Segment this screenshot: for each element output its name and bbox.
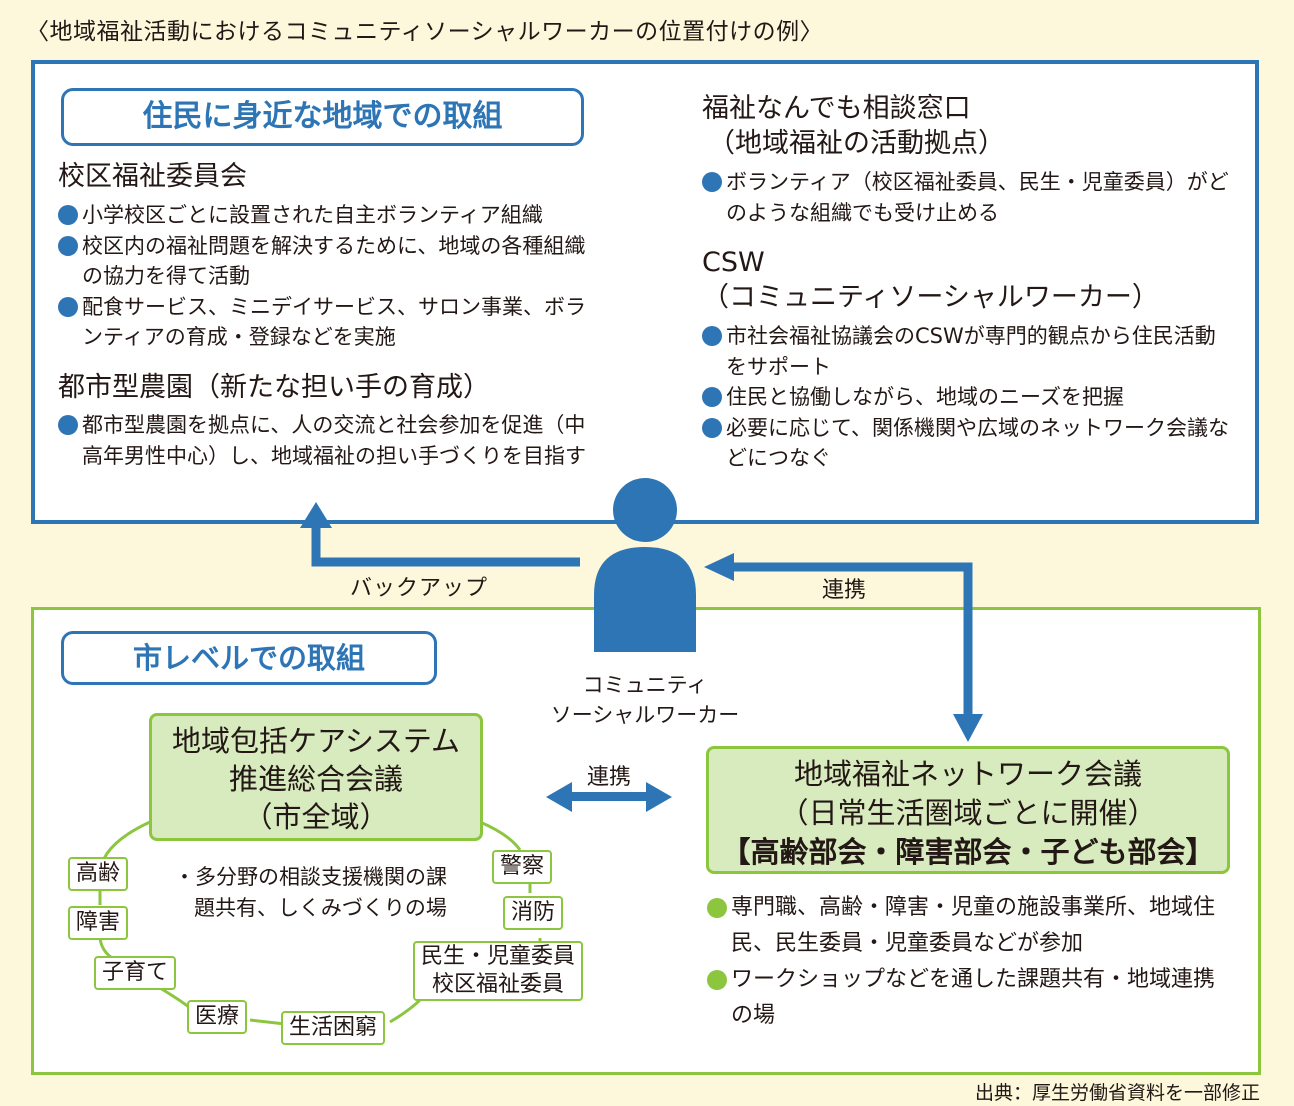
care-note: ・多分野の相談支援機関の課題共有、しくみづくりの場 (174, 865, 447, 920)
renkei-label: 連携 (822, 578, 867, 603)
backup-label: バックアップ (350, 576, 489, 601)
csw-caption-line1: コミュニティ (582, 673, 708, 697)
tag-kosodate: 子育て (94, 956, 177, 990)
source-credit: 出典：厚生労働省資料を一部修正 (974, 1082, 1260, 1104)
csw-caption-line2: ソーシャルワーカー (550, 703, 740, 727)
network-list: 専門職、高齢・障害・児童の施設事業所、地域住民、民生委員・児童委員などが参加 ワ… (707, 890, 1232, 1034)
csw-item-2: 住民と協働しながら、地域のニーズを把握 (702, 382, 1232, 413)
person-icon (594, 478, 696, 652)
backup-arrow (311, 523, 580, 567)
care-system-line3: （市全域） (243, 800, 389, 834)
renkei-arrowhead-down (953, 714, 983, 742)
network-line2: （日常生活圏域ごとに開催） (779, 796, 1157, 830)
renkei-mid-label: 連携 (587, 765, 632, 790)
kouku-committee-list: 小学校区ごとに設置された自主ボランティア組織 校区内の福祉問題を解決するために、… (58, 200, 586, 353)
care-system-box: 地域包括ケアシステム 推進総合会議 （市全域） (149, 713, 483, 841)
care-system-line1: 地域包括ケアシステム (172, 724, 460, 758)
csw-subtitle: （コミュニティソーシャルワーカー） (702, 282, 1159, 313)
renkei-double-arrow (546, 782, 672, 812)
tag-koureishi: 高齢 (68, 857, 129, 891)
page-title: 〈地域福祉活動におけるコミュニティソーシャルワーカーの位置付けの例〉 (26, 19, 824, 45)
urban-farm-title: 都市型農園（新たな担い手の育成） (58, 372, 490, 403)
care-system-line2: 推進総合会議 (228, 762, 403, 796)
ring-arc-9 (479, 820, 522, 851)
csw-item-1: 市社会福祉協議会のCSWが専門的観点から住民活動をサポート (702, 321, 1232, 382)
tag-shougai: 障害 (68, 906, 129, 940)
ring-arc-5 (249, 1018, 286, 1026)
csw-list: 市社会福祉協議会のCSWが専門的観点から住民活動をサポート 住民と協働しながら、… (702, 321, 1232, 474)
person-body (594, 547, 696, 652)
tag-minsei-line1: 民生・児童委員 (421, 944, 576, 969)
renkei-arrow (730, 562, 973, 718)
backup-arrow-line (311, 523, 580, 567)
network-meeting-box: 地域福祉ネットワーク会議 （日常生活圏域ごとに開催） 【高齢部会・障害部会・子ど… (706, 746, 1230, 874)
backup-arrowhead (300, 502, 332, 528)
local-activities-heading: 住民に身近な地域での取組 (61, 88, 584, 146)
csw-title: CSW (702, 247, 765, 278)
renkei-arrow-line (730, 562, 973, 718)
tag-shoubou: 消防 (503, 896, 564, 930)
city-level-heading: 市レベルでの取組 (61, 631, 437, 685)
consult-window-subtitle: （地域福祉の活動拠点） (708, 128, 1005, 159)
csw-item-3: 必要に応じて、関係機関や広域のネットワーク会議などにつなぐ (702, 413, 1232, 474)
network-line3: 【高齢部会・障害部会・子ども部会】 (721, 835, 1215, 869)
tag-iryou: 医療 (187, 1000, 248, 1034)
kouku-item-3: 配食サービス、ミニデイサービス、サロン事業、ボランティアの育成・登録などを実施 (58, 292, 586, 353)
kouku-committee-title: 校区福祉委員会 (58, 161, 247, 192)
consult-window-item-1: ボランティア（校区福祉委員、民生・児童委員）がどのような組織でも受け止める (702, 167, 1232, 228)
network-line1: 地域福祉ネットワーク会議 (793, 757, 1142, 791)
urban-farm-item-1: 都市型農園を拠点に、人の交流と社会参加を促進（中高年男性中心）し、地域福祉の担い… (58, 410, 586, 471)
renkei-arrowhead-left (704, 553, 734, 581)
network-item-2: ワークショップなどを通した課題共有・地域連携の場 (707, 962, 1232, 1034)
person-head (613, 478, 677, 542)
consult-window-title: 福祉なんでも相談窓口 (702, 93, 971, 124)
tag-minsei: 民生・児童委員 校区福祉委員 (413, 941, 584, 1001)
tag-keisatsu: 警察 (492, 850, 553, 884)
double-arrow-shaft (566, 792, 652, 801)
kouku-item-1: 小学校区ごとに設置された自主ボランティア組織 (58, 200, 586, 231)
double-arrowhead-right (646, 782, 672, 812)
consult-window-list: ボランティア（校区福祉委員、民生・児童委員）がどのような組織でも受け止める (702, 167, 1232, 228)
network-item-1: 専門職、高齢・障害・児童の施設事業所、地域住民、民生委員・児童委員などが参加 (707, 890, 1232, 962)
tag-minsei-line2: 校区福祉委員 (432, 972, 565, 997)
double-arrowhead-left (546, 782, 572, 812)
urban-farm-list: 都市型農園を拠点に、人の交流と社会参加を促進（中高年男性中心）し、地域福祉の担い… (58, 410, 586, 471)
ring-arc-4 (159, 986, 191, 1010)
tag-seikatsu: 生活困窮 (281, 1011, 386, 1045)
ring-arc-6 (389, 998, 422, 1024)
kouku-item-2: 校区内の福祉問題を解決するために、地域の各種組織の協力を得て活動 (58, 231, 586, 292)
